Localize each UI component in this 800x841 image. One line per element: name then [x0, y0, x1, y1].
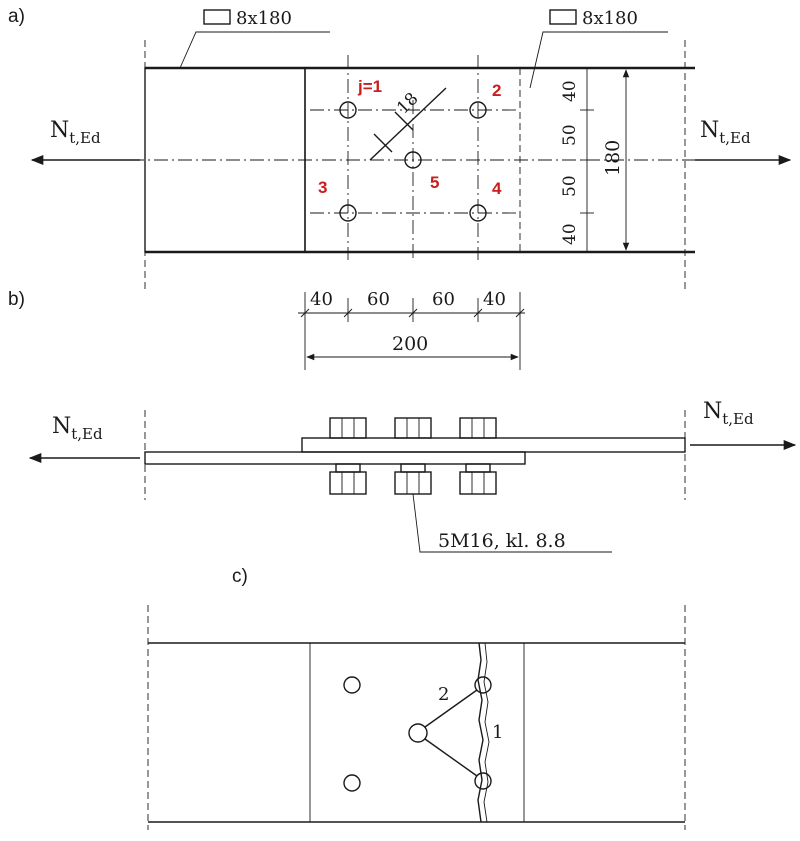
fracture-line [477, 642, 484, 823]
hdim-tick-0 [300, 308, 310, 318]
total-length-label: 200 [392, 333, 428, 355]
tear-path-2-upper [424, 689, 478, 728]
bolt-hole-1 [339, 101, 357, 119]
bolt-hole-4 [469, 204, 487, 222]
hdim-tick-3 [473, 308, 483, 318]
plate-leader-right [529, 31, 668, 89]
plate-section-icon-left [203, 9, 231, 25]
force-label-left: Nt,Ed [50, 118, 101, 147]
bolt-number-5: 5 [430, 173, 439, 192]
bolt-spec-label: 5M16, kl. 8.8 [438, 530, 566, 552]
tear-path-label-2: 2 [438, 684, 449, 705]
hdim-1: 40 [310, 289, 333, 310]
plate-label-right: 8x180 [582, 8, 638, 29]
side-cover-plate [301, 437, 686, 453]
view-c-hole-3 [408, 723, 428, 743]
side-force-label-right: Nt,Ed [703, 399, 754, 428]
view-c-label: c) [232, 566, 248, 587]
tear-path-label-1: 1 [492, 722, 503, 743]
hdim-2: 60 [367, 289, 390, 310]
hdim-tick-2 [408, 308, 418, 318]
vdim-2: 50 [560, 124, 580, 146]
hdim-tick-1 [343, 308, 353, 318]
bolt-number-3: 3 [318, 178, 327, 197]
total-height-label: 180 [602, 140, 624, 176]
side-main-plate [144, 451, 526, 465]
bolt-hole-2 [469, 101, 487, 119]
view-c-hole-1 [343, 676, 361, 694]
bolt-hole-5 [404, 151, 422, 169]
side-force-label-left: Nt,Ed [52, 414, 103, 443]
plate-label-left: 8x180 [236, 8, 292, 29]
bolt-number-4: 4 [492, 179, 502, 198]
side-bolt-3 [459, 417, 497, 495]
view-b: b) 40 60 60 40 200 [8, 289, 797, 553]
hdim-tick-4 [515, 308, 525, 318]
bolt-number-1: j=1 [357, 77, 382, 96]
bolt-hole-3 [339, 204, 357, 222]
hdim-4: 40 [483, 289, 506, 310]
side-bolt-1 [329, 417, 367, 495]
bolt-spec-leader [412, 493, 612, 553]
view-a: a) j=1 2 3 4 5 18 [8, 6, 792, 290]
side-bolt-2 [394, 417, 432, 495]
view-c-hole-5 [474, 772, 492, 790]
vdim-1: 40 [560, 80, 580, 102]
tear-path-2-lower [424, 738, 478, 777]
hole-dim-tick-1 [373, 133, 393, 153]
view-b-label: b) [8, 289, 25, 310]
vdim-4: 40 [560, 223, 580, 245]
view-c: c) 2 1 [147, 566, 686, 830]
plate-section-icon-right [549, 9, 577, 25]
view-c-hole-2 [343, 774, 361, 792]
view-a-label: a) [8, 6, 25, 27]
plate-leader-left [179, 31, 330, 69]
hole-dim-leader [369, 87, 447, 161]
hole-dim-tick-2 [394, 111, 414, 131]
fracture-line-2 [483, 642, 490, 823]
hdim-3: 60 [432, 289, 455, 310]
bolt-number-2: 2 [492, 81, 501, 100]
view-c-hole-4 [474, 676, 492, 694]
vdim-3: 50 [560, 175, 580, 197]
force-label-right: Nt,Ed [700, 118, 751, 147]
